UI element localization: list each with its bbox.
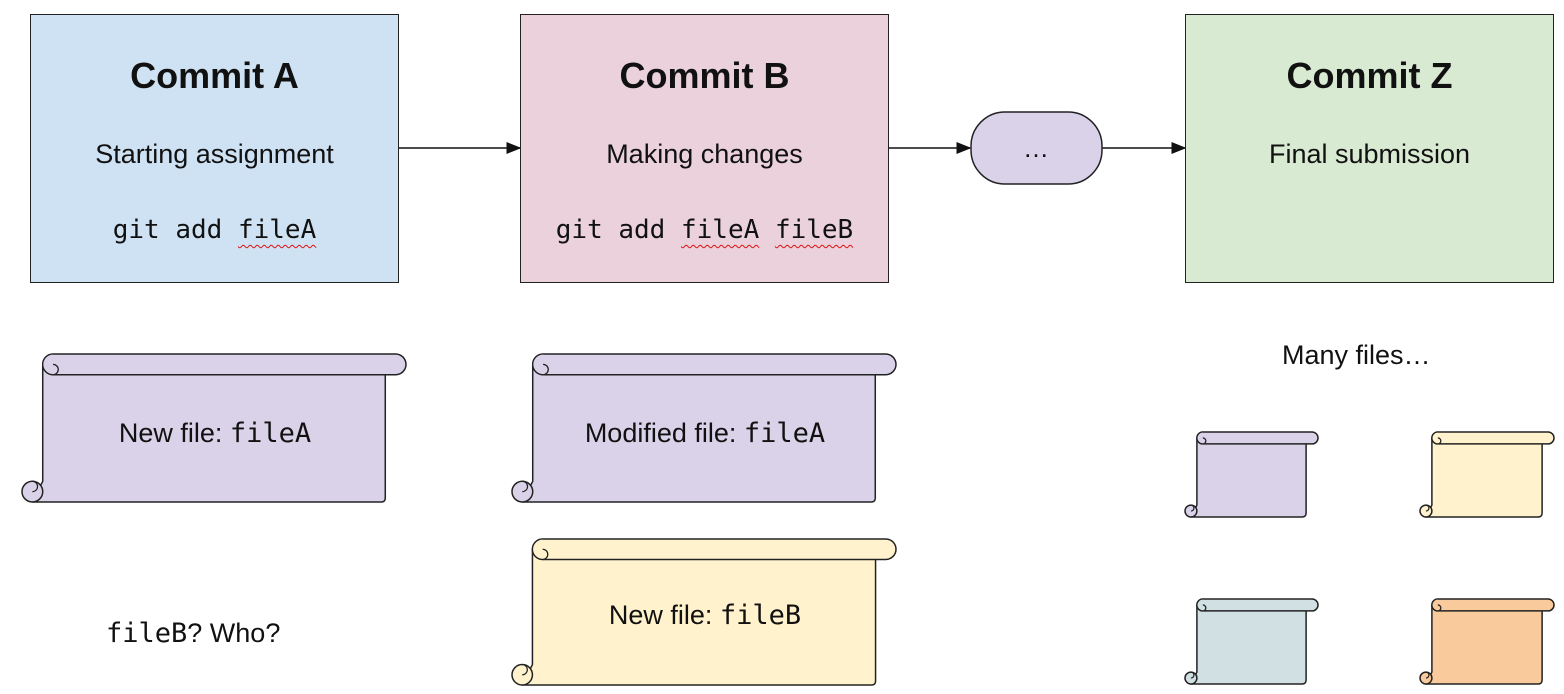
scroll-top-curl — [1196, 431, 1207, 445]
scroll-top-roll — [1431, 598, 1555, 612]
commit-b-new-label: New file: fileB — [532, 600, 878, 631]
command-filename: fileB — [774, 215, 854, 245]
commit-b-title: Commit B — [619, 55, 790, 96]
commit-a-file-label: New file: fileA — [42, 418, 388, 449]
scroll-body — [1425, 437, 1543, 518]
scroll-commit-b-new — [511, 538, 897, 686]
scroll-bottom-curl — [32, 480, 39, 493]
scroll-top-curl — [42, 353, 59, 376]
scroll-body — [1425, 604, 1543, 685]
many-files-label: Many files… — [1282, 340, 1431, 370]
scroll-top-roll — [41, 353, 407, 376]
commit-a-title: Commit A — [130, 55, 299, 96]
commit-z-box: Commit Z Final submission — [1185, 14, 1554, 283]
commit-b-subtitle: Making changes — [606, 139, 803, 169]
scroll-many-3 — [1184, 598, 1319, 685]
scroll-many-2 — [1419, 431, 1555, 518]
scroll-body — [1190, 437, 1307, 518]
scroll-top-curl — [531, 538, 549, 561]
file-name: fileA — [743, 418, 826, 449]
commit-a-subtitle: Starting assignment — [95, 139, 334, 169]
scroll-body — [521, 363, 877, 503]
command-text: git add — [112, 215, 223, 245]
scroll-top-curl — [532, 353, 549, 376]
command-filename: fileA — [681, 215, 760, 245]
file-prefix: New file: — [118, 418, 230, 448]
scroll-commit-a-file — [21, 353, 407, 503]
scroll-body — [31, 363, 387, 503]
file-prefix: New file: — [608, 600, 720, 630]
scroll-top-roll — [1196, 598, 1319, 612]
ellipsis-node — [970, 111, 1103, 185]
missing-file-name: fileB — [106, 618, 188, 649]
scroll-bottom-curl — [1425, 671, 1430, 679]
command-filename: fileA — [237, 215, 317, 245]
file-name: fileB — [719, 600, 802, 631]
commit-b-command: git add fileA fileB — [521, 215, 888, 245]
scroll-top-roll — [531, 353, 897, 376]
commit-b-box: Commit B Making changes git add fileA fi… — [520, 14, 889, 283]
scroll-bottom-curl — [522, 480, 529, 493]
scroll-top-curl — [1431, 431, 1442, 445]
commit-b-modified-label: Modified file: fileA — [532, 418, 878, 449]
missing-file-question: ? Who? — [187, 618, 281, 648]
scroll-bottom-curl — [1190, 671, 1195, 679]
scroll-body — [1190, 604, 1307, 685]
commit-z-subtitle: Final submission — [1268, 139, 1471, 169]
scroll-top-roll — [531, 538, 897, 561]
scroll-bottom-curl — [522, 663, 528, 676]
commit-a-command: git add fileA — [31, 215, 398, 245]
commit-a-missing-file-note: fileB? Who? — [106, 618, 280, 649]
ellipsis-node-label: … — [1023, 133, 1049, 163]
commit-z-title: Commit Z — [1286, 55, 1453, 96]
scroll-top-roll — [1196, 431, 1319, 445]
command-text: git add — [555, 215, 666, 245]
scroll-bottom-curl — [1190, 504, 1195, 512]
commit-a-box: Commit A Starting assignment git add fil… — [30, 14, 399, 283]
scroll-many-1 — [1184, 431, 1319, 518]
scroll-bottom-curl — [1425, 504, 1430, 512]
scroll-commit-b-modified — [511, 353, 897, 503]
file-prefix: Modified file: — [584, 418, 744, 448]
scroll-top-curl — [1431, 598, 1442, 612]
file-name: fileA — [229, 418, 312, 449]
scroll-many-4 — [1419, 598, 1555, 685]
scroll-body — [521, 548, 877, 686]
scroll-top-roll — [1431, 431, 1555, 445]
scroll-top-curl — [1196, 598, 1207, 612]
